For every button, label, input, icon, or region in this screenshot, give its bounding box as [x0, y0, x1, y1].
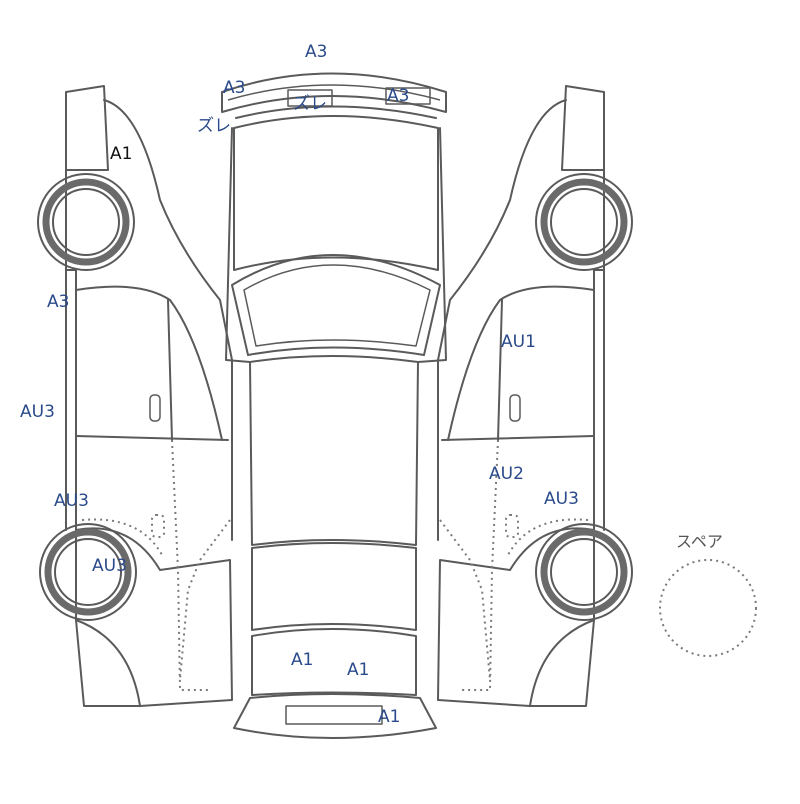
damage-mark: A1 [291, 650, 314, 670]
damage-mark: AU3 [92, 556, 127, 576]
damage-mark: A3 [387, 86, 410, 106]
spare-tire-outline [659, 559, 757, 657]
damage-mark: A1 [378, 707, 401, 727]
car-right-side-outline [437, 85, 605, 707]
damage-mark: A1 [347, 660, 370, 680]
car-left-side-outline [65, 85, 233, 707]
right-rear-wheel [535, 523, 633, 621]
spare-label: スペア [676, 532, 723, 551]
front-bumper-outline [221, 72, 447, 113]
damage-mark: A3 [305, 42, 328, 62]
damage-mark: AU3 [544, 489, 579, 509]
damage-mark: AU1 [501, 332, 536, 352]
damage-mark: ズレ [293, 94, 327, 114]
damage-mark: ズレ [197, 116, 231, 136]
damage-mark: AU2 [489, 464, 524, 484]
damage-mark: A3 [223, 78, 246, 98]
damage-mark: A3 [47, 292, 70, 312]
rear-bumper-outline [233, 693, 437, 739]
left-front-wheel [37, 173, 135, 271]
damage-mark: AU3 [20, 402, 55, 422]
right-front-wheel [535, 173, 633, 271]
damage-mark: A1 [110, 144, 133, 164]
car-top-view-outline [225, 105, 447, 696]
left-rear-wheel [39, 523, 137, 621]
damage-mark: AU3 [54, 491, 89, 511]
